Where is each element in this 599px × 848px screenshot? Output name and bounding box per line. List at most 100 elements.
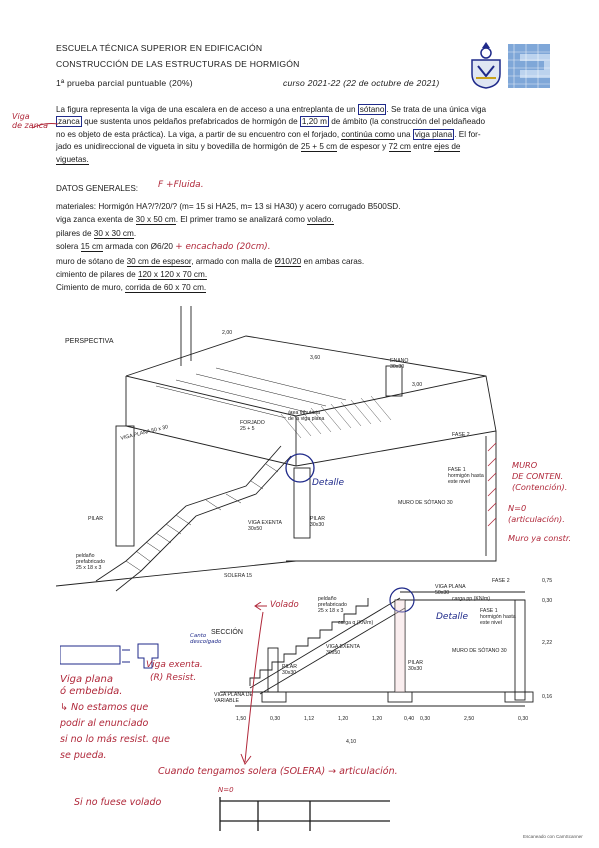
intro-l2b: que sustenta unos peldaños prefabricados…	[84, 117, 298, 127]
datos-m5b: 30 cm de espesor	[126, 256, 192, 267]
hw-volado: Volado	[270, 600, 299, 610]
hw-resist: (R) Resist.	[150, 673, 197, 683]
intro-espesor: 25 + 5 cm	[300, 142, 338, 153]
university-crest-logo	[471, 42, 501, 89]
datos-m2c: . El primer tramo se analizará como	[175, 215, 305, 225]
intro-l3a: no es objeto de esta práctica). La viga,…	[56, 129, 340, 139]
dim-250: 2,50	[464, 716, 475, 722]
datos-title: DATOS GENERALES:	[56, 184, 139, 193]
datos-list: materiales: Hormigón HA?/?/20/? (m= 15 s…	[56, 200, 566, 295]
hw-encachado: + encachado (20cm).	[175, 242, 271, 253]
dim-040: 0,40	[404, 716, 415, 722]
footer-scanner: Escaneado con CamScanner	[523, 834, 583, 839]
label-seccion: SECCIÓN	[211, 629, 243, 636]
intro-l1a: La figura representa la viga de una esca…	[56, 105, 356, 114]
intro-ejes: ejes de	[434, 142, 461, 153]
intro-viga-plana: viga plana	[412, 128, 455, 140]
school-name: ESCUELA TÉCNICA SUPERIOR EN EDIFICACIÓN	[56, 43, 263, 53]
datos-m3a: pilares de	[56, 228, 92, 238]
hw-n0b: N=0	[218, 786, 234, 794]
datos-m6a: cimiento de pilares de	[56, 270, 136, 280]
datos-m2a: viga zanca exenta de	[56, 215, 134, 225]
dim-030-right: 0,30	[542, 598, 553, 604]
label-fase2: FASE 2	[452, 432, 470, 438]
dim-120b: 1,20	[372, 716, 383, 722]
hw-volado-note: Si no fuese volado	[74, 797, 162, 808]
hw-muro-contencion: MURO DE CONTEN. (Contención).	[512, 460, 568, 492]
dim-030c: 0,30	[518, 716, 529, 722]
intro-paragraph: La figura representa la viga de una esca…	[56, 104, 556, 166]
dim-200: 2,00	[222, 330, 233, 336]
hw-solera-note: Cuando tengamos solera (SOLERA) → articu…	[158, 766, 398, 777]
label-solera: SOLERA 15	[224, 573, 252, 579]
hw-arrow-volado	[240, 602, 267, 766]
label-area-tributaria: área tributaria de la viga plana	[288, 410, 325, 422]
dim-222: 2,22	[542, 640, 553, 646]
dim-410: 4,10	[346, 739, 357, 745]
label-carga-pp: carga pp (KN/m)	[452, 596, 491, 602]
dim-030b: 0,30	[420, 716, 431, 722]
label-viga-plana-var: VIGA PLANA DE VARIABLE	[214, 692, 253, 704]
intro-l4e: entre	[413, 142, 432, 152]
dim-360: 3,60	[310, 355, 321, 361]
exam-term: curso 2021-22 (22 de octubre de 2021)	[283, 78, 440, 88]
course-name: CONSTRUCCIÓN DE LAS ESTRUCTURAS DE HORMI…	[56, 59, 300, 69]
label-carga-q: carga q (KN/m)	[338, 620, 374, 626]
dim-150: 1,50	[236, 716, 247, 722]
hw-note-enunciado: ↳ No estamos que podir al enunciado si n…	[60, 702, 170, 761]
datos-m6b: 120 x 120 x 70 cm.	[137, 270, 208, 281]
label-forjado: FORJADO 25 + 5	[240, 420, 265, 432]
datos-m4c: armada con Ø6/20	[105, 242, 173, 252]
label-viga-exenta: VIGA EXENTA 30x50	[248, 520, 282, 532]
label-fase1: FASE 1 hormigón hasta este nivel	[448, 467, 484, 485]
hw-arrow-zanca	[31, 123, 59, 129]
section-drawing	[220, 587, 534, 707]
datos-materiales: materiales: Hormigón HA?/?/20/? (m= 15 s…	[56, 202, 401, 211]
exam-title: 1ª prueba parcial puntuable (20%)	[56, 78, 193, 88]
intro-ambito: 1,20 m	[299, 116, 329, 128]
label-muro-sotano: MURO DE SÓTANO 30	[398, 500, 453, 506]
datos-volado: volado.	[307, 215, 334, 226]
label-perspectiva: PERSPECTIVA	[65, 338, 114, 345]
datos-m3c: .	[133, 228, 137, 238]
datos-m7b: corrida de 60 x 70 cm.	[125, 283, 207, 294]
label-peldano: peldaño prefabricado 25 x 18 x 3	[76, 553, 105, 571]
label-pilar-sec-1: PILAR 30x30	[282, 664, 297, 676]
label-pilar-left: PILAR	[88, 516, 103, 522]
intro-zanca: zanca	[56, 116, 82, 128]
label-viga-exenta-sec: VIGA EXENTA 30x50	[326, 644, 360, 656]
label-muro-sotano-sec: MURO DE SÓTANO 30	[452, 648, 507, 654]
dim-112: 1,12	[304, 716, 315, 722]
hw-viga-plana: Viga plana ó embebida.	[60, 674, 123, 697]
intro-l3c: una	[396, 129, 411, 139]
hw-muro-construido: Muro ya constr.	[508, 533, 572, 543]
hw-canto-descolgado: Canto descolgado	[190, 633, 222, 645]
label-pilar-right: PILAR 30x30	[310, 516, 325, 528]
hw-detalle-2: Detalle	[436, 612, 469, 622]
intro-l4c: de espesor y	[339, 142, 387, 152]
hw-detalle-1: Detalle	[312, 478, 345, 488]
e-block-logo	[508, 44, 550, 88]
dim-120a: 1,20	[338, 716, 349, 722]
intro-l3e: . El for-	[454, 129, 481, 139]
dim-300: 3,00	[412, 382, 423, 388]
dim-075: 0,75	[542, 578, 553, 584]
datos-m7a: Cimiento de muro,	[56, 283, 123, 293]
intro-l2d: de ámbito (la construcción del peldañead…	[331, 117, 486, 127]
perspective-drawing	[56, 306, 497, 592]
intro-intereje: 72 cm	[388, 142, 411, 153]
hw-n0: N=0 (articulación).	[508, 503, 565, 524]
label-enano: ENANO 30x30	[390, 358, 409, 370]
intro-sotano: sótano	[357, 104, 387, 115]
intro-continua: continúa como	[341, 129, 395, 140]
dim-030a: 0,30	[270, 716, 281, 722]
intro-l1c: . Se trata de una única viga	[386, 105, 487, 114]
intro-l5: viguetas.	[56, 154, 89, 165]
datos-m5e: en ambas caras.	[303, 256, 365, 266]
datos-m5a: muro de sótano de	[56, 256, 125, 266]
hw-beam-sketches	[60, 643, 159, 669]
datos-m3b: 30 x 30 cm	[93, 228, 134, 239]
datos-m5c: , armado con malla de	[191, 256, 273, 266]
intro-l4a: jado es unidireccional de vigueta in sit…	[56, 142, 299, 152]
hw-viga-exenta: Viga exenta.	[146, 660, 203, 670]
